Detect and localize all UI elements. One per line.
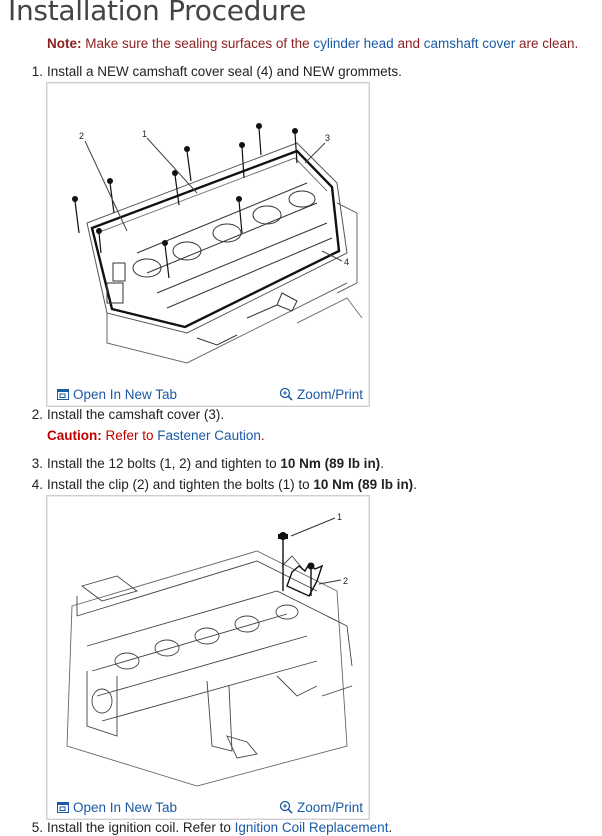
step-text: Install the camshaft cover (3). xyxy=(47,407,225,422)
step-4: 4. Install the clip (2) and tighten the b… xyxy=(27,477,417,492)
step-number: 2. xyxy=(31,407,43,422)
zoom-icon xyxy=(279,800,293,814)
zoom-print-label: Zoom/Print xyxy=(296,386,363,402)
step-text: Install a NEW camshaft cover seal (4) an… xyxy=(47,64,402,79)
open-tab-icon xyxy=(57,801,69,813)
zoom-print-label: Zoom/Print xyxy=(296,799,363,815)
zoom-icon xyxy=(279,387,293,401)
step-text: . xyxy=(413,477,417,492)
step-text: . xyxy=(388,820,393,835)
step-number: 1. xyxy=(31,64,43,79)
callout-2: 2 xyxy=(79,131,84,141)
note-text: are clean. xyxy=(515,36,579,51)
ignition-coil-replacement-link[interactable]: Ignition Coil Replacement xyxy=(234,820,389,835)
fastener-caution-link[interactable]: Fastener Caution xyxy=(157,428,261,443)
caution-label: Caution: xyxy=(47,428,102,443)
open-in-new-tab-label: Open In New Tab xyxy=(73,386,178,402)
figure-camshaft-cover: 2 1 3 4 Open In New Tab Zoom/Print xyxy=(46,82,370,407)
callout-4: 4 xyxy=(344,257,349,267)
camshaft-cover-illustration: 2 1 3 4 xyxy=(72,123,363,364)
camshaft-cover-link[interactable]: camshaft cover xyxy=(423,36,516,51)
step-text: Install the ignition coil. Refer to xyxy=(47,820,235,835)
note-text: Make sure the sealing surfaces of the xyxy=(81,36,314,51)
callout-1: 1 xyxy=(142,129,147,139)
step-number: 3. xyxy=(31,456,43,471)
callout-1: 1 xyxy=(337,512,342,522)
callout-3: 3 xyxy=(325,133,330,143)
torque-value: 10 Nm (89 lb in) xyxy=(280,456,381,471)
note-text: and xyxy=(393,36,424,51)
note-label: Note: xyxy=(47,36,82,51)
caution-text: . xyxy=(260,428,265,443)
step-5: 5. Install the ignition coil. Refer to Ig… xyxy=(27,820,392,835)
open-tab-icon xyxy=(57,388,69,400)
clip-bolts-illustration: 1 2 xyxy=(66,512,353,787)
note: Note: Make sure the sealing surfaces of … xyxy=(47,36,578,51)
page-title: Installation Procedure xyxy=(8,0,307,27)
figure-toolbar: Open In New Tab Zoom/Print xyxy=(47,795,369,819)
open-in-new-tab-button[interactable]: Open In New Tab xyxy=(57,387,177,402)
step-number: 5. xyxy=(31,820,43,835)
zoom-print-button[interactable]: Zoom/Print xyxy=(279,800,363,815)
step-text: Install the 12 bolts (1, 2) and tighten … xyxy=(47,456,281,471)
caution: Caution: Refer to Fastener Caution. xyxy=(47,428,265,443)
step-3: 3. Install the 12 bolts (1, 2) and tighte… xyxy=(27,456,384,471)
zoom-print-button[interactable]: Zoom/Print xyxy=(279,387,363,402)
open-in-new-tab-label: Open In New Tab xyxy=(73,799,178,815)
torque-value: 10 Nm (89 lb in) xyxy=(313,477,414,492)
step-text: Install the clip (2) and tighten the bol… xyxy=(47,477,314,492)
step-2: 2. Install the camshaft cover (3). xyxy=(27,407,224,422)
cylinder-head-link[interactable]: cylinder head xyxy=(313,36,394,51)
step-1: 1. Install a NEW camshaft cover seal (4) … xyxy=(27,64,402,79)
figure-toolbar: Open In New Tab Zoom/Print xyxy=(47,382,369,406)
open-in-new-tab-button[interactable]: Open In New Tab xyxy=(57,800,177,815)
figure-clip-bolts: 1 2 Open In New Tab Zoom/Print xyxy=(46,495,370,820)
caution-text: Refer to xyxy=(101,428,158,443)
step-text: . xyxy=(380,456,384,471)
step-number: 4. xyxy=(31,477,43,492)
callout-2: 2 xyxy=(343,576,348,586)
